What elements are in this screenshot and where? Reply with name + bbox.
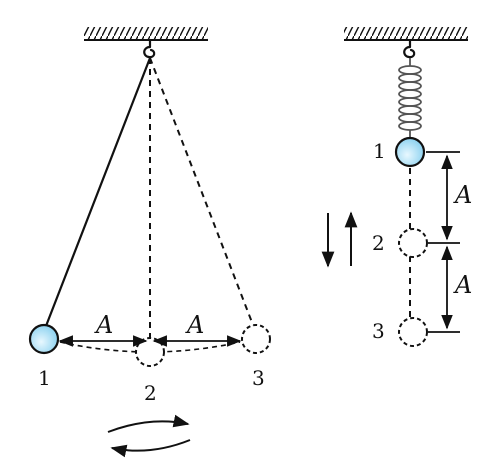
- pendulum-string-position-3: [149, 57, 254, 326]
- pendulum-bob-position-3: [241, 324, 271, 354]
- spring-setup: A A 1 2 3: [321, 27, 472, 347]
- pendulum-bob-position-2: [135, 337, 165, 367]
- spring-position-label-3: 3: [372, 319, 385, 343]
- pendulum-amplitude-label-left: A: [94, 311, 113, 339]
- spring-amplitude-label-bottom: A: [453, 271, 472, 299]
- swing-direction-arrow-left-icon: [110, 439, 191, 458]
- spring-bob-position-2: [398, 228, 428, 258]
- swing-direction-arrow-right-icon: [107, 414, 190, 433]
- spring-hook-icon: [403, 38, 416, 59]
- pendulum-position-label-1: 1: [38, 366, 51, 390]
- spring-amplitude-label-top: A: [453, 181, 472, 209]
- spring-position-label-2: 2: [372, 231, 385, 255]
- pendulum-position-label-2: 2: [144, 381, 157, 405]
- pendulum-string-position-1: [44, 57, 152, 327]
- pendulum-hook-icon: [143, 38, 156, 59]
- pendulum-amplitude-label-right: A: [185, 311, 204, 339]
- spring-position-label-1: 1: [373, 139, 386, 163]
- pendulum-bob-position-1: [28, 323, 60, 355]
- pendulum-position-label-3: 3: [252, 366, 265, 390]
- pendulum-setup: A A 1 2 3: [28, 27, 271, 458]
- spring-coil: [398, 58, 422, 139]
- spring-bob-position-1: [394, 136, 426, 168]
- spring-ceiling-hatch: [344, 27, 468, 39]
- pendulum-ceiling-hatch: [84, 27, 208, 39]
- spring-bob-position-3: [398, 317, 428, 347]
